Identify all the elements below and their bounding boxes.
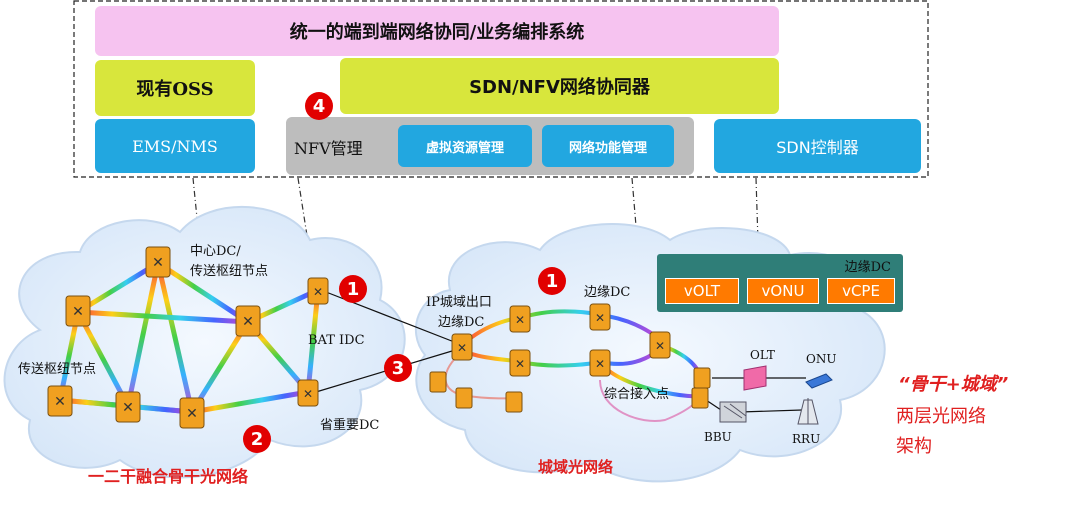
- side-note-line3: 架构: [896, 436, 932, 457]
- olt-icon: [743, 365, 767, 391]
- svg-text:✕: ✕: [515, 357, 525, 371]
- bbu-label: BBU: [704, 430, 732, 444]
- volt-function: vOLT: [665, 278, 739, 304]
- edge-dc-label-left: 边缘DC: [438, 315, 485, 330]
- transport-hub-label-top: 传送枢纽节点: [190, 264, 269, 279]
- svg-text:✕: ✕: [122, 400, 134, 416]
- svg-text:✕: ✕: [242, 314, 254, 330]
- rru-label: RRU: [792, 432, 821, 446]
- vonu-function: vONU: [747, 278, 819, 304]
- marker-4: 4: [305, 92, 333, 120]
- top-dashed-frame: [73, 0, 929, 178]
- transport-hub-label-left: 传送枢纽节点: [18, 362, 97, 377]
- sdn-nfv-coordinator-box: SDN/NFV网络协同器: [340, 58, 779, 114]
- side-note-line2: 两层光网络: [896, 406, 986, 427]
- nfv-management-label: NFV管理: [294, 139, 363, 158]
- svg-text:✕: ✕: [152, 255, 164, 271]
- access-point-label: 综合接入点: [604, 387, 670, 402]
- virtual-resource-mgmt-box: 虚拟资源管理: [398, 125, 532, 167]
- svg-text:✕: ✕: [515, 313, 525, 327]
- provincial-dc-label: 省重要DC: [320, 418, 380, 433]
- ip-metro-exit-label: IP城域出口: [426, 295, 492, 310]
- bat-idc-label: BAT IDC: [308, 333, 365, 348]
- svg-text:✕: ✕: [655, 339, 665, 353]
- marker-3: 3: [384, 354, 412, 382]
- edge-dc-box-title: 边缘DC: [844, 260, 891, 275]
- orchestration-system-bar: 统一的端到端网络协同/业务编排系统: [95, 6, 779, 56]
- svg-text:✕: ✕: [72, 304, 84, 320]
- metro-network-caption: 城域光网络: [538, 458, 614, 476]
- edge-dc-label-center: 边缘DC: [584, 285, 631, 300]
- nfv-management-box: NFV管理 虚拟资源管理 网络功能管理: [286, 117, 694, 175]
- oss-box: 现有OSS: [95, 60, 255, 116]
- onu-icon: [805, 373, 833, 389]
- edge-dc-box: 边缘DC vOLT vONU vCPE: [657, 254, 903, 312]
- bbu-icon: [719, 401, 747, 423]
- svg-text:✕: ✕: [313, 285, 323, 299]
- onu-label: ONU: [806, 352, 837, 366]
- svg-text:✕: ✕: [186, 406, 198, 422]
- vcpe-function: vCPE: [827, 278, 895, 304]
- side-note-line1: “骨干+城域”: [898, 374, 1009, 395]
- svg-text:✕: ✕: [595, 311, 605, 325]
- sdn-controller-box: SDN控制器: [714, 119, 921, 173]
- svg-text:✕: ✕: [303, 387, 313, 401]
- svg-text:✕: ✕: [457, 341, 467, 355]
- center-dc-label: 中心DC/: [190, 244, 241, 259]
- svg-text:✕: ✕: [595, 357, 605, 371]
- router-nodes: ✕ ✕ ✕ ✕ ✕ ✕ ✕ ✕ ✕ ✕ ✕ ✕ ✕ ✕: [47, 246, 711, 429]
- ems-nms-box: EMS/NMS: [95, 119, 255, 173]
- rru-icon: [797, 398, 819, 425]
- marker-1-left: 1: [339, 275, 367, 303]
- backbone-links: [57, 260, 321, 415]
- marker-1-right: 1: [538, 267, 566, 295]
- olt-label: OLT: [750, 348, 775, 362]
- backbone-network-caption: 一二干融合骨干光网络: [88, 467, 249, 486]
- network-function-mgmt-box: 网络功能管理: [542, 125, 674, 167]
- left-cloud: [3, 206, 406, 479]
- svg-text:✕: ✕: [54, 394, 66, 410]
- marker-2: 2: [243, 425, 271, 453]
